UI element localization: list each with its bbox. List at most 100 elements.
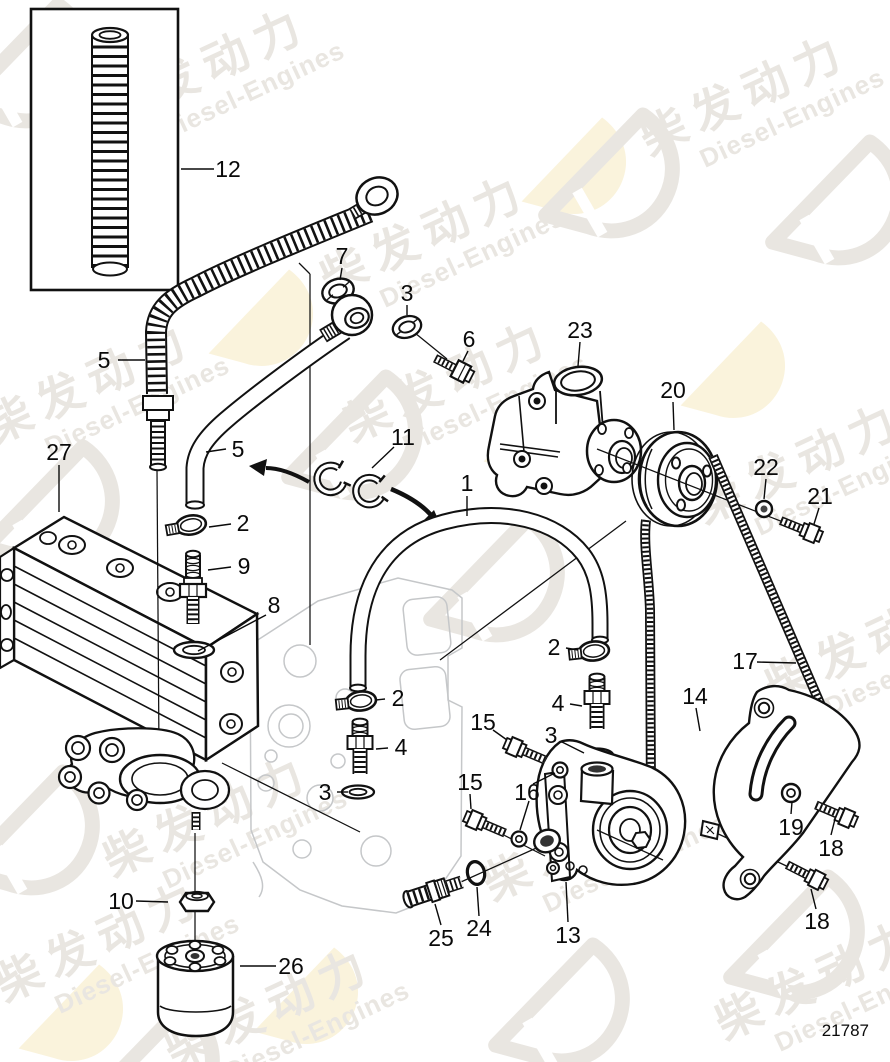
oil-filter-head [57,727,231,830]
callout-19: 19 [778,814,804,840]
callout-leader-5 [205,448,227,453]
hose-plug-25 [402,875,464,909]
pulley-axis-line [596,448,807,532]
callout-11: 11 [391,424,415,450]
callout-leader-16 [519,800,530,831]
callout-leader-15 [492,729,508,741]
callout-25: 25 [428,925,454,951]
hose-12-box [29,7,180,292]
watermark-accent-logo [521,102,638,226]
washer-16-upper [551,761,569,779]
callout-leader-2 [375,698,386,701]
callout-leader-23 [577,341,581,367]
callout-leader-8 [197,614,267,652]
corrugated-hose-5 [142,176,399,470]
callout-leader-9 [207,566,232,571]
callout-22: 22 [753,454,779,480]
adapter-8 [178,582,208,624]
callout-6: 6 [463,326,476,352]
fitting-4-right [585,674,610,729]
callout-8: 8 [268,592,281,618]
callout-18: 18 [818,835,844,861]
nut [178,890,216,913]
callout-2: 2 [237,510,250,536]
banjo-bolt-6 [433,354,476,385]
engine-block-ghost [249,577,463,914]
callout-leader-4 [375,747,389,750]
bolt-18-lower [783,857,829,892]
callout-5: 5 [232,436,245,462]
smooth-hose-5 [185,293,374,509]
oil-pump [533,739,687,886]
callout-3: 3 [401,280,414,306]
callout-20: 20 [660,377,686,403]
callout-5: 5 [98,347,111,373]
callout-leader-15 [469,793,472,810]
washer-19 [780,782,802,804]
callout-10: 10 [108,888,134,914]
callout-leader-20 [672,401,675,431]
hose-1 [349,516,609,692]
callout-leader-22 [763,478,767,500]
callout-23: 23 [567,317,593,343]
callout-2: 2 [548,634,561,660]
callout-leader-2 [208,523,232,528]
callout-leader-11 [371,446,395,469]
bracket-14 [699,684,861,901]
washer-16-lower [510,830,528,848]
callout-leader-21 [813,507,820,525]
watermark-accent-logo [680,306,797,430]
callout-leader-7 [339,267,343,281]
callout-leader-4 [569,703,583,707]
clamp-2-cooler [163,511,209,540]
callout-15: 15 [457,769,483,795]
water-pump [486,365,643,498]
callout-12: 12 [215,156,241,182]
bolt-18-upper [813,797,860,830]
callout-26: 26 [278,953,304,979]
callout-24: 24 [466,915,492,941]
callout-leader-14 [695,707,701,732]
callout-leader-24 [476,886,480,917]
washer-3 [391,314,423,340]
callout-leader-18 [810,888,817,910]
washer-22 [754,499,774,519]
retainer-clips-11 [313,460,389,509]
clamp-2-left [333,688,379,715]
callout-leader-18 [830,818,836,836]
callout-2: 2 [392,685,405,711]
callout-3: 3 [319,779,332,805]
callout-leader-6 [462,350,469,362]
callout-leader-10 [135,900,169,903]
callout-16: 16 [514,779,540,805]
bolt-15-upper [502,735,549,768]
pulley [631,430,719,528]
callout-1: 1 [461,470,474,496]
bolt-15-lower [462,808,509,841]
callout-leader-3 [561,741,585,754]
callout-leader-25 [434,903,442,926]
callout-18: 18 [804,908,830,934]
callout-27: 27 [46,439,72,465]
callout-17: 17 [732,648,758,674]
callout-21: 21 [807,483,833,509]
clamp-2-right [566,638,612,665]
callout-leader-17 [756,661,797,664]
oil-filter [155,939,235,1038]
callout-13: 13 [555,922,581,948]
washer-8 [172,640,216,660]
o-ring-24 [465,860,487,886]
hose-install-leader [156,469,160,753]
callout-leader-16 [532,772,556,785]
callout-15: 15 [470,709,496,735]
callout-4: 4 [395,734,408,760]
nipple-9 [183,549,203,585]
callout-leader-2 [565,647,579,651]
callout-3: 3 [545,722,558,748]
oil-cooler [0,515,260,763]
callout-9: 9 [238,553,251,579]
callout-7: 7 [336,243,349,269]
install-arrow-left [249,459,310,484]
